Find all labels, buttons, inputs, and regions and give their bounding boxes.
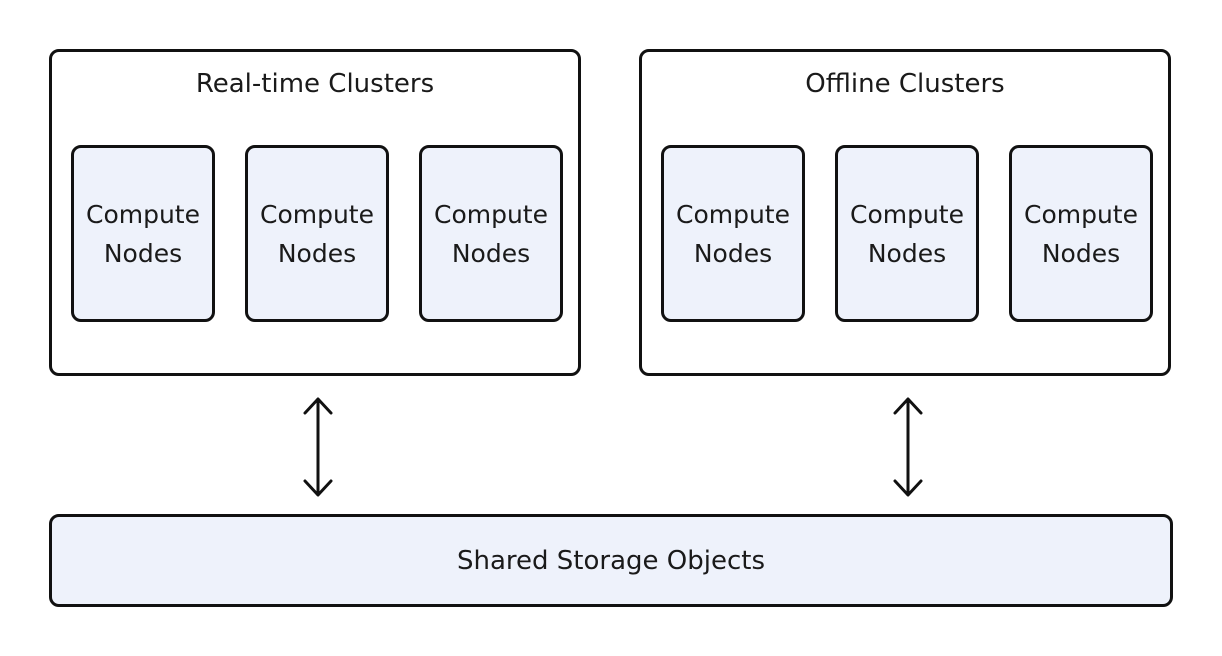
compute-nodes-box: Compute Nodes [71, 145, 215, 322]
double-arrow-icon [893, 397, 923, 497]
compute-nodes-box: Compute Nodes [419, 145, 563, 322]
cluster-title: Offline Clusters [805, 69, 1005, 99]
compute-nodes-label: Compute Nodes [675, 199, 790, 268]
shared-storage-label: Shared Storage Objects [456, 545, 765, 576]
compute-nodes-label: Compute Nodes [849, 199, 964, 268]
compute-nodes-label: Compute Nodes [85, 199, 200, 268]
compute-nodes-box: Compute Nodes [835, 145, 979, 322]
shared-storage-box: Shared Storage Objects [49, 514, 1173, 607]
compute-nodes-box: Compute Nodes [1009, 145, 1153, 322]
offline-clusters-group: Offline Clusters Compute Nodes Compute N… [639, 49, 1171, 376]
realtime-clusters-group: Real-time Clusters Compute Nodes Compute… [49, 49, 581, 376]
compute-nodes-label: Compute Nodes [1023, 199, 1138, 268]
compute-nodes-box: Compute Nodes [245, 145, 389, 322]
compute-nodes-box: Compute Nodes [661, 145, 805, 322]
compute-nodes-label: Compute Nodes [259, 199, 374, 268]
cluster-title: Real-time Clusters [195, 69, 435, 99]
compute-nodes-label: Compute Nodes [433, 199, 548, 268]
double-arrow-icon [303, 397, 333, 497]
